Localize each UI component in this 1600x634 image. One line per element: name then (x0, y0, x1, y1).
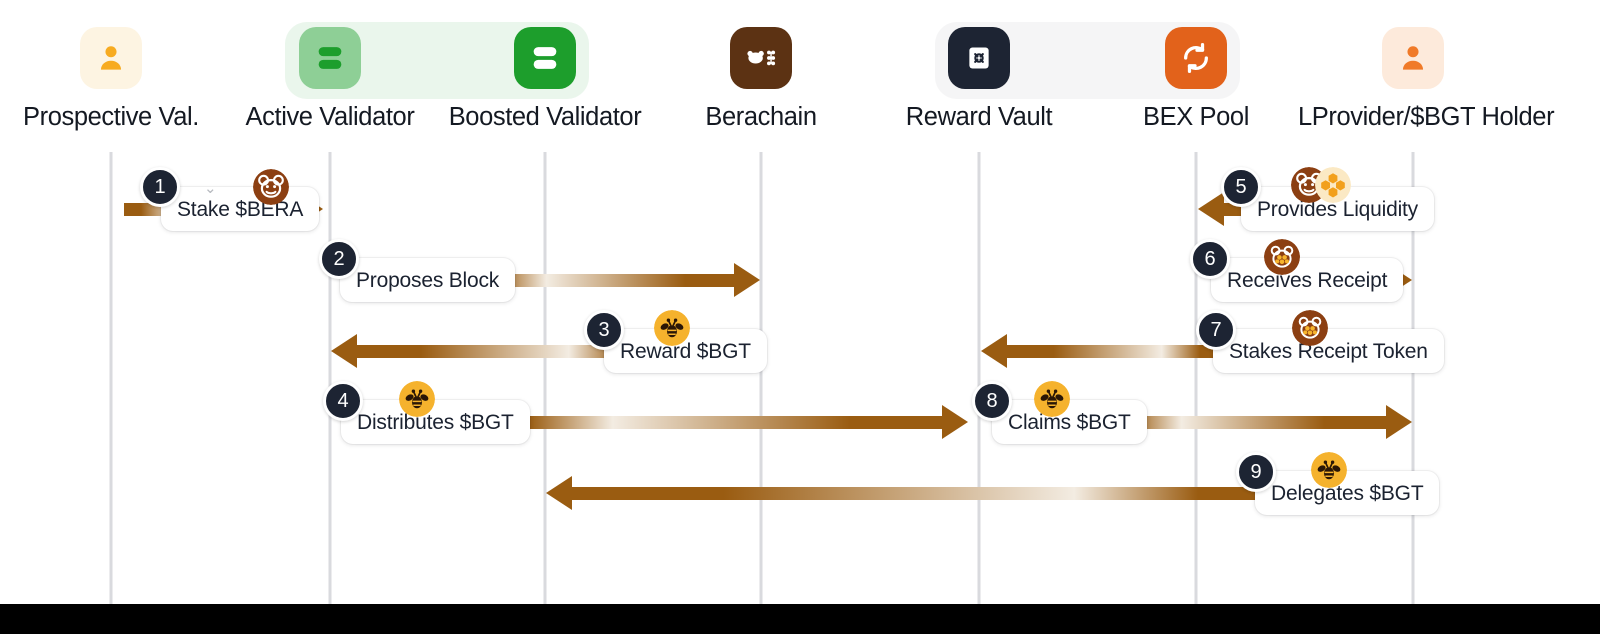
bgt-bee-icon (399, 381, 435, 417)
actor-label: LProvider/$BGT Holder (1298, 103, 1555, 131)
message-arrow-line-4 (487, 416, 953, 429)
message-label-card[interactable]: Stake $BERA (161, 187, 320, 231)
bgt-bee-icon (1034, 381, 1070, 417)
actor-berachain[interactable]: Berachain (646, 0, 876, 132)
message-arrow-head-5 (1198, 192, 1224, 226)
step-badge-number: 6 (1204, 247, 1216, 270)
step-badge-8[interactable]: 8 (972, 381, 1012, 421)
swap-icon (1165, 27, 1227, 89)
step-badge-6[interactable]: 6 (1190, 239, 1230, 279)
lifeline-bex-pool (1194, 152, 1198, 604)
message-arrow-line-7 (1007, 345, 1219, 358)
bera-honey-icon (1264, 239, 1300, 275)
step-badge-5[interactable]: 5 (1221, 167, 1261, 207)
bottom-bar (0, 604, 1600, 634)
actor-reward-vault[interactable]: Reward Vault (864, 0, 1094, 132)
lifeline-lp-holder (1411, 152, 1415, 604)
actor-label: Prospective Val. (23, 103, 199, 131)
lifeline-boosted-validator (543, 152, 547, 604)
step-badge-number: 5 (1235, 175, 1247, 198)
lifeline-active-validator (328, 152, 332, 604)
step-badge-9[interactable]: 9 (1236, 452, 1276, 492)
lifeline-reward-vault (977, 152, 981, 604)
actor-boosted-validator[interactable]: Boosted Validator (430, 0, 660, 132)
message-label-text: Reward $BGT (620, 339, 751, 363)
actor-label: Boosted Validator (448, 103, 642, 131)
step-badge-2[interactable]: 2 (319, 239, 359, 279)
actor-label: Active Validator (245, 103, 415, 131)
message-label-text: Stakes Receipt Token (1229, 339, 1428, 363)
server-icon (299, 27, 361, 89)
user-icon (1382, 27, 1444, 89)
message-label-card[interactable]: Delegates $BGT (1255, 471, 1440, 515)
bgt-bee-icon (654, 310, 690, 346)
step-badge-7[interactable]: 7 (1196, 310, 1236, 350)
message-label-card[interactable]: Stakes Receipt Token (1213, 329, 1444, 373)
bera-bear-icon (253, 169, 289, 205)
actor-label: Berachain (705, 103, 817, 131)
step-badge-number: 1 (154, 175, 166, 198)
actor-lp-holder[interactable]: LProvider/$BGT Holder (1298, 0, 1555, 132)
actor-bex-pool[interactable]: BEX Pool (1081, 0, 1311, 132)
message-label-card[interactable]: Receives Receipt (1211, 258, 1404, 302)
step-badge-1[interactable]: 1 (140, 167, 180, 207)
step-badge-number: 2 (333, 247, 345, 270)
message-label-card[interactable]: Proposes Block (340, 258, 516, 302)
message-label-card[interactable]: Distributes $BGT (341, 400, 530, 444)
message-arrow-line-9 (572, 487, 1260, 500)
step-badge-number: 3 (598, 318, 610, 341)
message-arrow-head-7 (981, 334, 1007, 368)
message-arrow-line-8 (1106, 416, 1386, 429)
bgt-bee-icon (1311, 452, 1347, 488)
bera-honey-icon (1292, 310, 1328, 346)
step-badge-number: 9 (1250, 460, 1262, 483)
step-badge-3[interactable]: 3 (584, 310, 624, 350)
message-arrow-head-4 (942, 405, 968, 439)
message-label-text: Provides Liquidity (1257, 197, 1418, 221)
berachain-icon (730, 27, 792, 89)
user-icon (80, 27, 142, 89)
lifeline-berachain (759, 152, 763, 604)
step-badge-number: 7 (1210, 318, 1222, 341)
message-label-text: Proposes Block (356, 268, 500, 292)
vault-icon (948, 27, 1010, 89)
honeycomb-icon (1315, 167, 1351, 203)
message-label-text: Receives Receipt (1227, 268, 1388, 292)
actor-active-validator[interactable]: Active Validator (215, 0, 445, 132)
message-label-text: Claims $BGT (1008, 410, 1131, 434)
actor-label: Reward Vault (905, 103, 1053, 131)
step-badge-number: 8 (986, 389, 998, 412)
actor-prospective-val[interactable]: Prospective Val. (0, 0, 226, 132)
message-arrow-line-2 (473, 274, 745, 287)
message-label-text: Stake $BERA (177, 197, 304, 221)
lifeline-prospective-val (109, 152, 113, 604)
chevron-down-icon: ⌄ (204, 180, 217, 197)
message-label-card[interactable]: Provides Liquidity (1241, 187, 1434, 231)
message-label-text: Distributes $BGT (357, 410, 514, 434)
actor-label: BEX Pool (1143, 103, 1249, 131)
message-label-card[interactable]: Claims $BGT (992, 400, 1147, 444)
server-icon (514, 27, 576, 89)
step-badge-number: 4 (337, 389, 349, 412)
message-label-text: Delegates $BGT (1271, 481, 1424, 505)
message-arrow-line-3 (357, 345, 647, 358)
message-arrow-head-3 (331, 334, 357, 368)
message-arrow-head-2 (734, 263, 760, 297)
step-badge-4[interactable]: 4 (323, 381, 363, 421)
message-arrow-head-8 (1386, 405, 1412, 439)
message-arrow-head-9 (546, 476, 572, 510)
